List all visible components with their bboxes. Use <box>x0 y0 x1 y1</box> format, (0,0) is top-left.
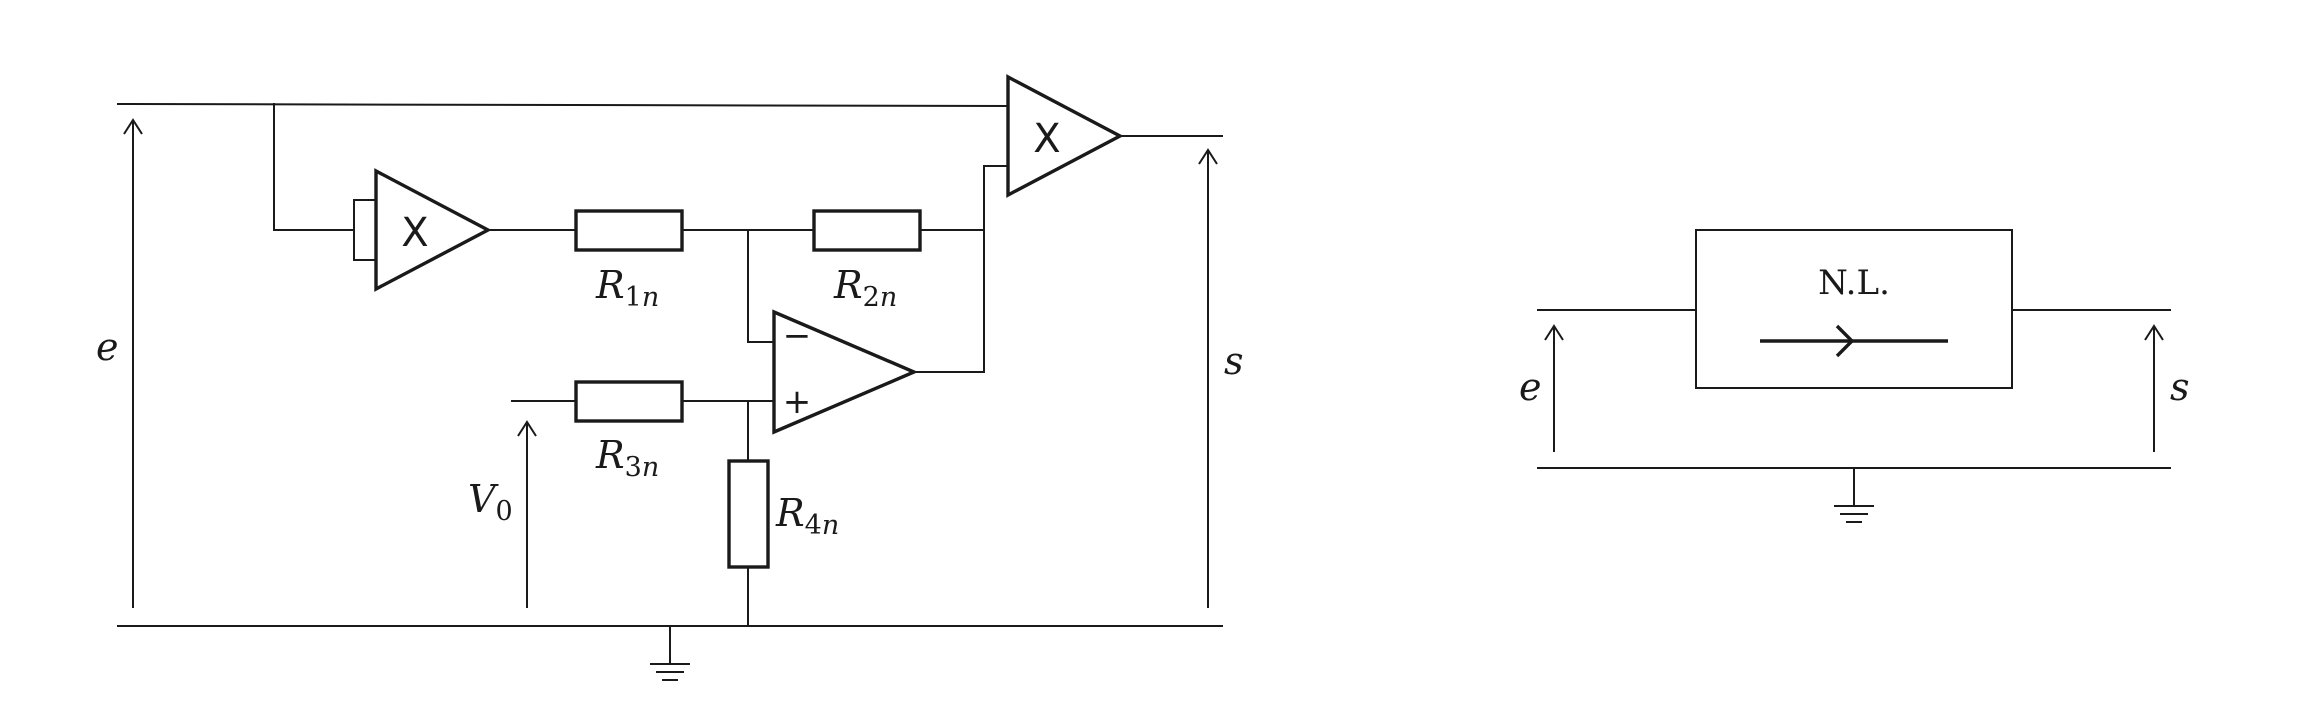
multiplier-2-symbol: X <box>1033 116 1060 162</box>
resistor-r3 <box>574 380 684 423</box>
wire-opamp-out-to-multiplier-2 <box>913 165 1009 373</box>
block-voltage-arrow-s <box>2144 324 2164 452</box>
multiplier-1-symbol: X <box>401 210 428 256</box>
block-voltage-arrow-e <box>1544 324 1564 452</box>
multiplier-2: X <box>1006 74 1124 198</box>
label-e: e <box>96 325 119 369</box>
circuit-schematic: e X R1n R2n X <box>96 74 1244 681</box>
ground-symbol-right <box>1834 468 1874 523</box>
op-amp: − + <box>772 309 919 435</box>
voltage-arrow-e <box>123 118 143 608</box>
label-r2: R2n <box>833 263 897 313</box>
label-r4: R4n <box>775 491 839 541</box>
wire-feedback-to-minus <box>747 229 775 343</box>
op-amp-plus-sign: + <box>783 382 812 422</box>
label-s: s <box>1224 339 1244 383</box>
resistor-r2 <box>812 209 922 252</box>
multiplier-1: X <box>374 168 492 292</box>
block-label-e: e <box>1519 365 1542 409</box>
label-r3: R3n <box>595 433 659 483</box>
block-direction-arrow-icon <box>1760 324 1948 358</box>
block-label-s: s <box>2170 365 2190 409</box>
wire-to-multiplier-1 <box>273 103 355 231</box>
label-v0: V0 <box>468 477 513 527</box>
block-title: N.L. <box>1818 263 1890 303</box>
op-amp-minus-sign: − <box>783 316 812 356</box>
voltage-arrow-s <box>1198 148 1218 608</box>
label-r1: R1n <box>595 263 659 313</box>
ground-symbol-left <box>650 626 690 681</box>
nonlinear-block-diagram: N.L. e s <box>1519 229 2190 523</box>
nonlinear-block <box>1695 229 2013 389</box>
voltage-arrow-v0 <box>517 420 537 608</box>
resistor-r4 <box>727 459 770 569</box>
multiplier-1-inputs <box>353 199 377 261</box>
resistor-r1 <box>574 209 684 252</box>
input-rail-wire <box>116 102 1010 108</box>
